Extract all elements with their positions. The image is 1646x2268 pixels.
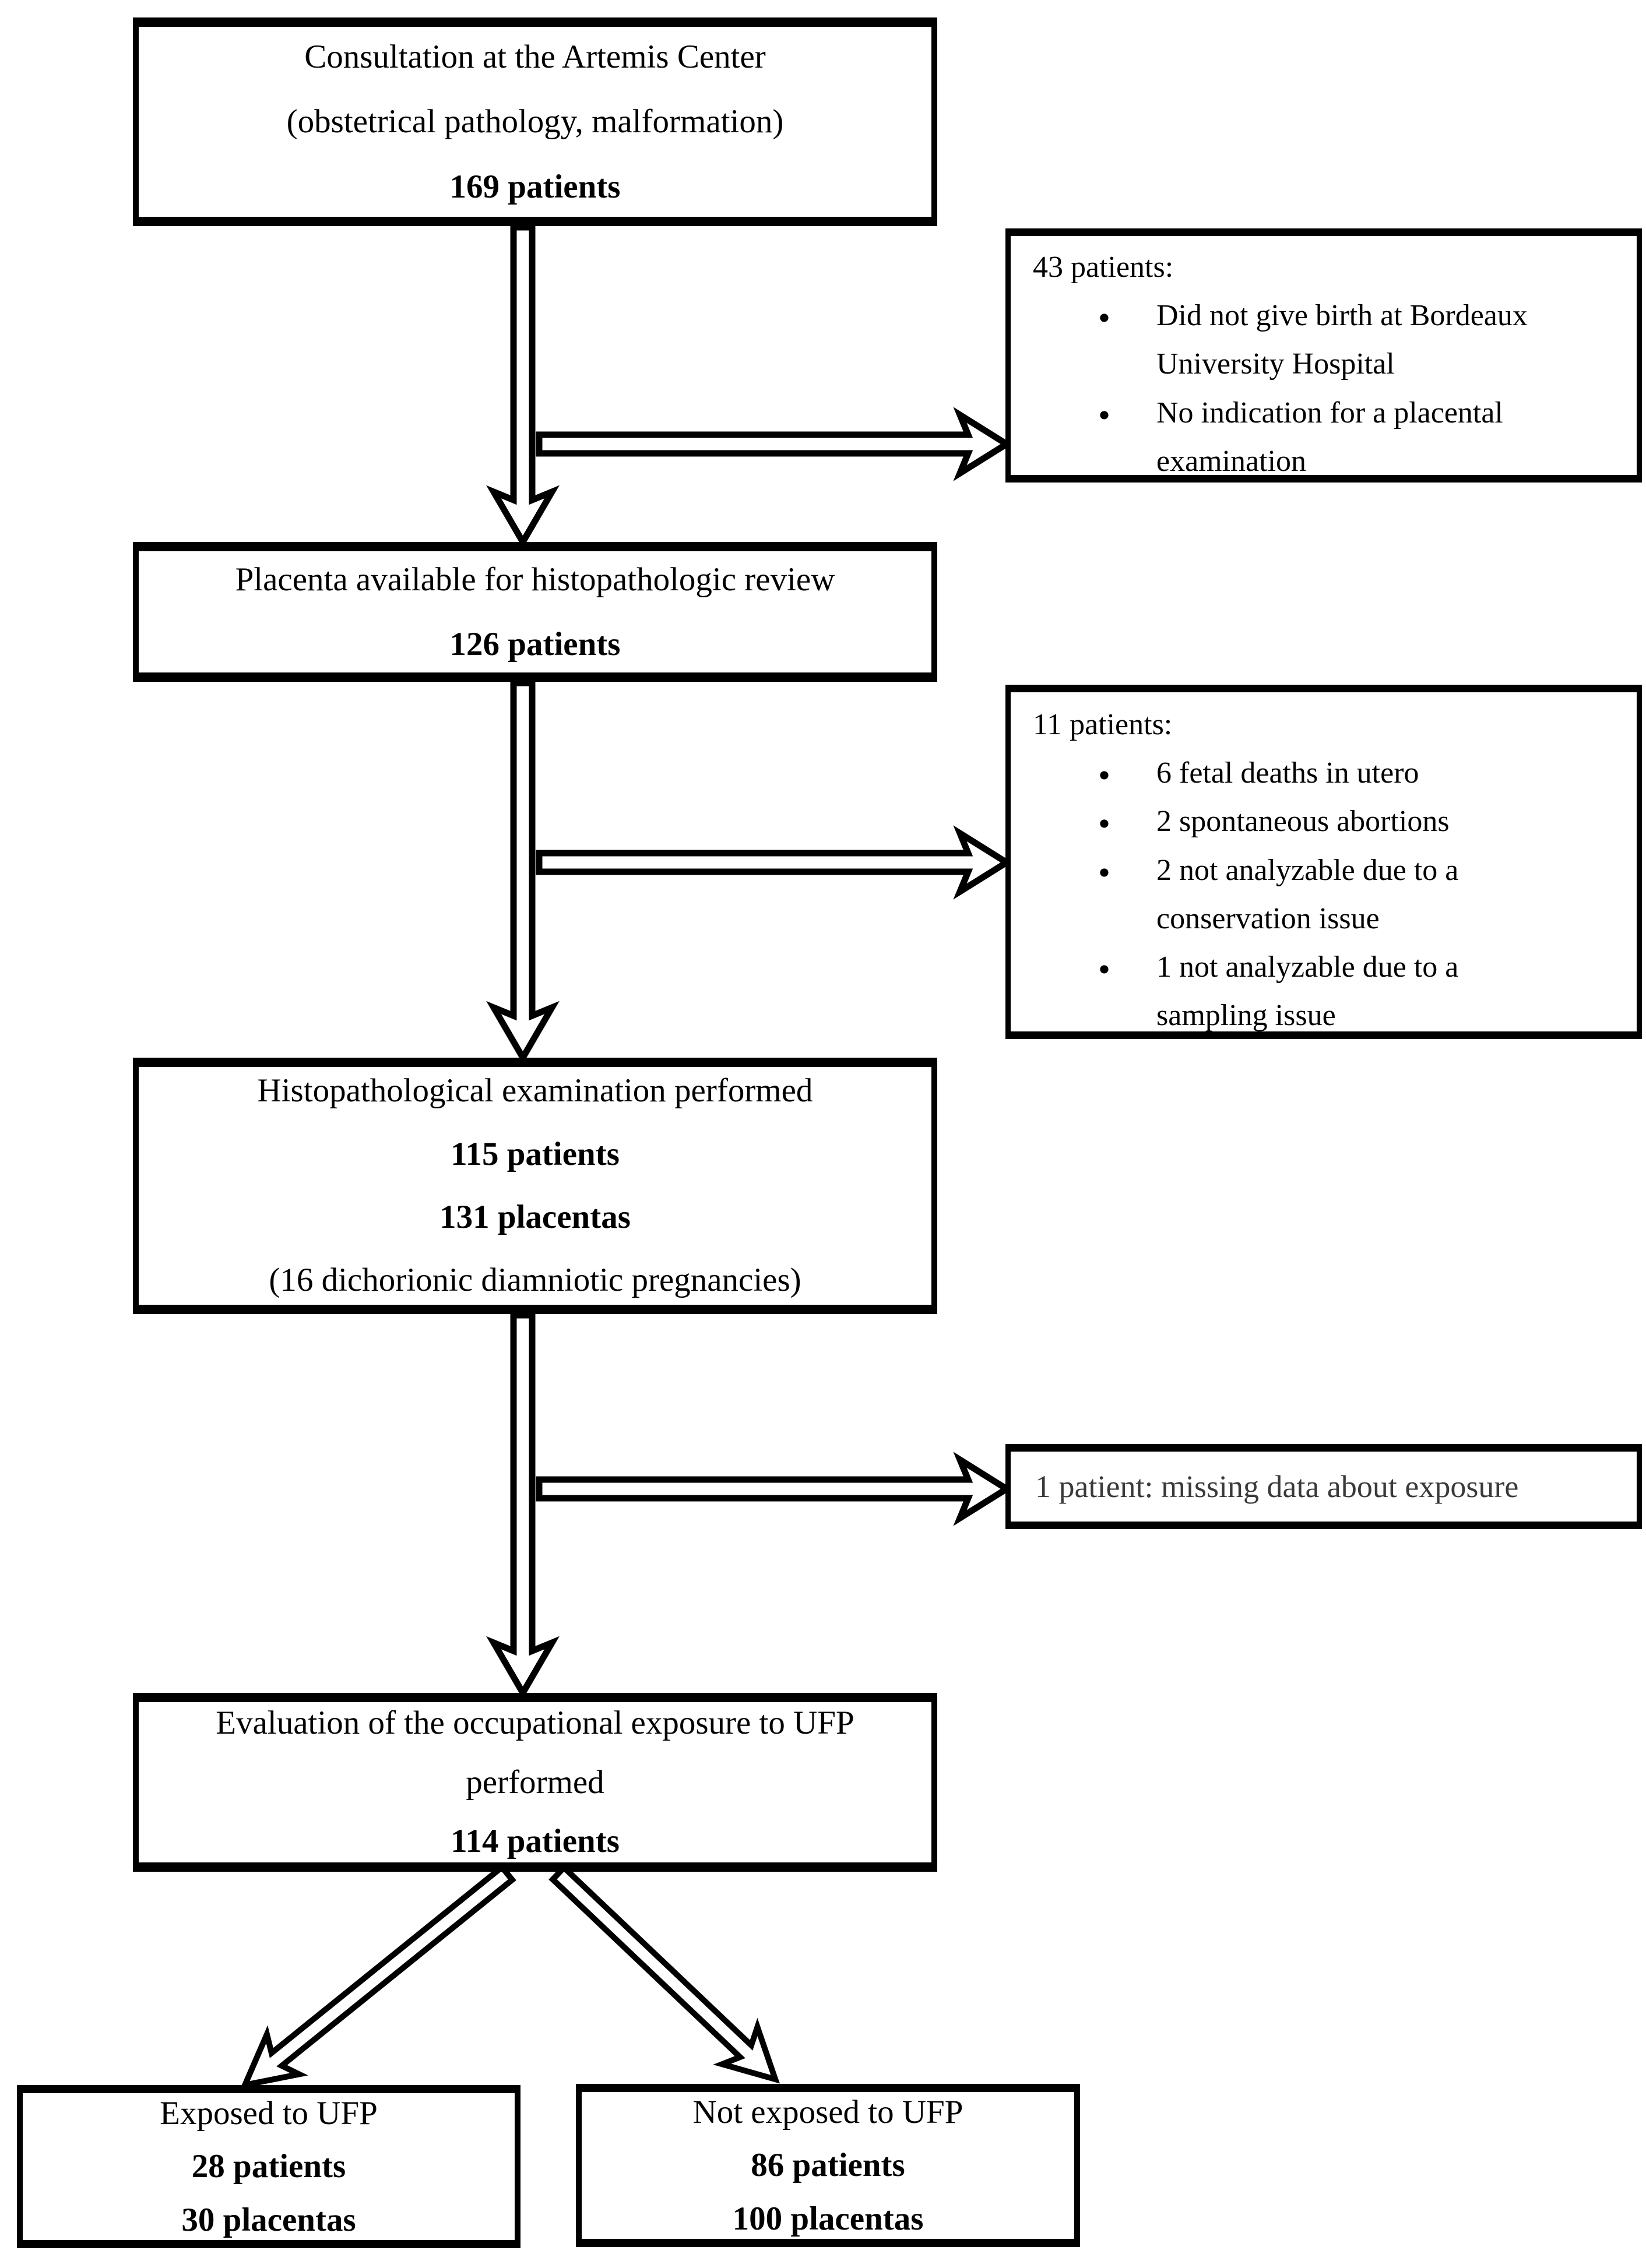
arrow-right-excluded-43	[536, 407, 1013, 481]
excluded-11-bullet3-line1: 2 not analyzable due to a	[1156, 853, 1459, 887]
box-not-exposed-patients-count: 86 patients	[751, 2147, 905, 2184]
arrow-right-excluded-1	[536, 1452, 1013, 1526]
excluded-43-title: 43 patients:	[1033, 251, 1174, 284]
box-evaluation-ufp: Evaluation of the occupational exposure …	[133, 1693, 937, 1872]
bullet-item: 2 not analyzable due to a conservation i…	[1098, 845, 1619, 943]
excluded-1-text: 1 patient: missing data about exposure	[1035, 1468, 1519, 1504]
excluded-11-list: 6 fetal deaths in utero 2 spontaneous ab…	[1033, 748, 1619, 1040]
box-not-exposed-title: Not exposed to UFP	[692, 2094, 963, 2131]
box-exposed-patients-count: 28 patients	[191, 2148, 346, 2185]
excluded-11-bullet4-line2: sampling issue	[1156, 999, 1336, 1033]
arrow-right-excluded-11	[536, 825, 1013, 900]
arrow-down-placenta-to-histopath	[486, 679, 560, 1064]
bullet-item: 2 spontaneous abortions	[1098, 796, 1619, 852]
arrow-diagonal-to-not-exposed	[548, 1863, 780, 2084]
box-excluded-1: 1 patient: missing data about exposure	[1005, 1444, 1642, 1529]
box-histopath-title: Histopathological examination performed	[257, 1072, 813, 1110]
excluded-11-title: 11 patients:	[1033, 708, 1173, 741]
box-histopath-exam: Histopathological examination performed …	[133, 1058, 937, 1314]
excluded-43-bullet2-line2: examination	[1156, 444, 1307, 478]
box-exposed-title: Exposed to UFP	[160, 2095, 378, 2132]
box-histopath-placentas-count: 131 placentas	[439, 1199, 631, 1235]
box-not-exposed: Not exposed to UFP 86 patients 100 place…	[576, 2084, 1080, 2247]
excluded-11-bullet2: 2 spontaneous abortions	[1156, 805, 1450, 839]
arrow-down-histopath-to-evaluation	[486, 1312, 560, 1699]
box-evaluation-count: 114 patients	[451, 1823, 620, 1860]
bullet-item: 1 not analyzable due to a sampling issue	[1098, 942, 1619, 1040]
box-excluded-11: 11 patients: 6 fetal deaths in utero 2 s…	[1005, 685, 1642, 1039]
box-histopath-note: (16 dichorionic diamniotic pregnancies)	[269, 1262, 801, 1299]
box-consultation-title: Consultation at the Artemis Center	[304, 38, 766, 76]
box-not-exposed-placentas-count: 100 placentas	[732, 2200, 924, 2237]
box-placenta-review: Placenta available for histopathologic r…	[133, 542, 937, 682]
excluded-43-bullet2-line1: No indication for a placental	[1156, 396, 1503, 429]
bullet-item: Did not give birth at Bordeaux Universit…	[1098, 290, 1619, 388]
excluded-43-bullet1-line1: Did not give birth at Bordeaux	[1156, 299, 1528, 333]
excluded-11-bullet3-line2: conservation issue	[1156, 901, 1380, 935]
arrow-diagonal-to-exposed	[240, 1863, 516, 2089]
box-consultation-subtitle: (obstetrical pathology, malformation)	[286, 103, 784, 140]
excluded-43-bullet1-line2: University Hospital	[1156, 347, 1395, 381]
excluded-11-bullet4-line1: 1 not analyzable due to a	[1156, 950, 1459, 984]
box-evaluation-title-2: performed	[466, 1763, 604, 1801]
box-evaluation-title: Evaluation of the occupational exposure …	[216, 1704, 854, 1742]
box-exposed: Exposed to UFP 28 patients 30 placentas	[17, 2085, 520, 2248]
bullet-item: 6 fetal deaths in utero	[1098, 748, 1619, 804]
box-consultation: Consultation at the Artemis Center (obst…	[133, 17, 937, 226]
excluded-43-list: Did not give birth at Bordeaux Universit…	[1033, 290, 1619, 485]
box-placenta-count: 126 patients	[449, 626, 621, 663]
bullet-item: No indication for a placental examinatio…	[1098, 388, 1619, 485]
box-placenta-title: Placenta available for histopathologic r…	[235, 561, 835, 598]
box-histopath-patients-count: 115 patients	[451, 1135, 620, 1172]
arrow-down-consultation-to-placenta	[486, 224, 560, 548]
box-exposed-placentas-count: 30 placentas	[181, 2201, 356, 2238]
box-excluded-43: 43 patients: Did not give birth at Borde…	[1005, 228, 1642, 483]
box-consultation-count: 169 patients	[449, 168, 621, 205]
excluded-11-bullet1: 6 fetal deaths in utero	[1156, 756, 1419, 790]
